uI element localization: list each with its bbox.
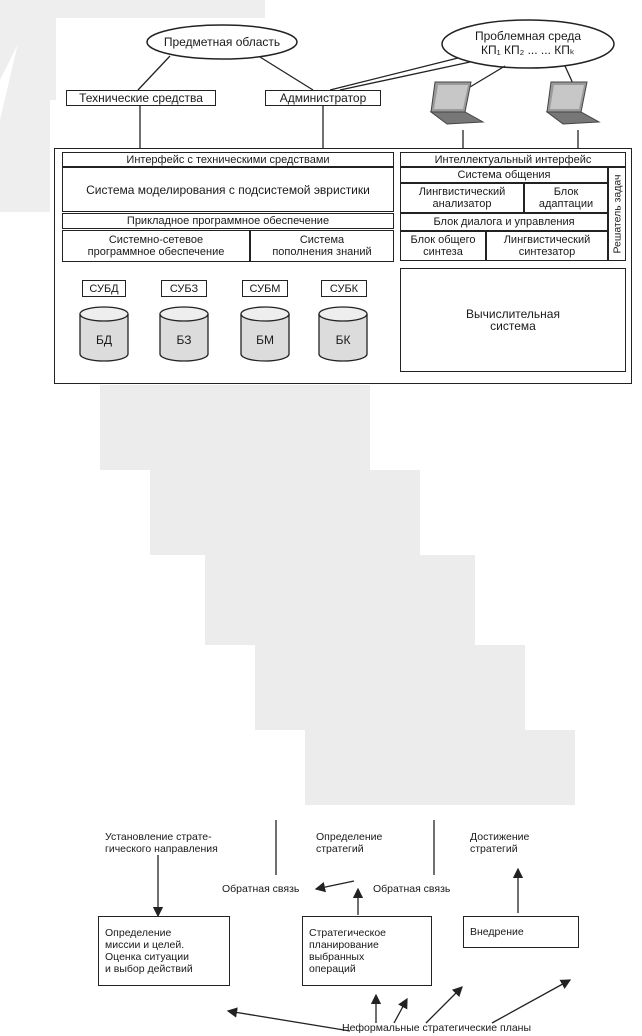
problem-env-subscripts: КП₁ КП₂ ... ... КПₖ (480, 43, 575, 57)
db-label: БД (95, 333, 112, 347)
administrator-box: Администратор (265, 90, 381, 106)
tech-means-box: Технические средства (66, 90, 216, 106)
database-cylinders (79, 306, 368, 362)
feedback-left-label: Обратная связь (222, 883, 300, 895)
informal-plans-label: Неформальные стратегические планы (342, 1022, 532, 1034)
comm-system-box: Система общения (400, 167, 608, 183)
strategy-arrows (152, 820, 572, 1032)
subject-area-label: Предметная область (163, 35, 281, 49)
app-software-box: Прикладное программное обеспечение (62, 213, 394, 229)
feedback-right-label: Обратная связь (373, 883, 451, 895)
modeling-system-box: Система моделирования с подсистемой эври… (62, 167, 394, 212)
kbms-box: СУБЗ (161, 280, 207, 297)
iface-tech-box: Интерфейс с техническими средствами (62, 152, 394, 167)
intel-iface-box: Интеллектуальный интерфейс (400, 152, 626, 167)
cb-label: БК (335, 333, 351, 347)
laptop-icon (545, 81, 601, 125)
laptop-icon (429, 81, 485, 125)
task-solver-box: Решатель задач (608, 167, 626, 261)
strategic-planning-box: Стратегическое планирование выбранных оп… (302, 916, 432, 986)
implementation-box: Внедрение (463, 916, 579, 948)
col1-title: Установление страте- гического направлен… (105, 831, 218, 855)
dialog-block-box: Блок диалога и управления (400, 213, 608, 231)
dbms-box: СУБД (82, 280, 126, 297)
mb-label: БМ (256, 333, 274, 347)
problem-env-label: Проблемная среда (474, 29, 582, 43)
synth-block-box: Блок общего синтеза (400, 231, 486, 261)
col2-title: Определение стратегий (316, 831, 383, 855)
cbms-box: СУБК (321, 280, 367, 297)
knowledge-fill-box: Система пополнения знаний (250, 230, 394, 262)
ling-synth-box: Лингвистический синтезатор (486, 231, 608, 261)
mission-goals-box: Определение миссии и целей. Оценка ситуа… (98, 916, 230, 986)
sys-net-software-box: Системно-сетевое программное обеспечение (62, 230, 250, 262)
task-solver-label: Решатель задач (611, 174, 624, 254)
compute-system-box: Вычислительная система (400, 268, 626, 372)
kb-label: БЗ (176, 333, 192, 347)
col3-title: Достижение стратегий (470, 831, 530, 855)
ling-analyzer-box: Лингвистический анализатор (400, 183, 524, 213)
adapt-block-box: Блок адаптации (524, 183, 608, 213)
mbms-box: СУБМ (242, 280, 288, 297)
